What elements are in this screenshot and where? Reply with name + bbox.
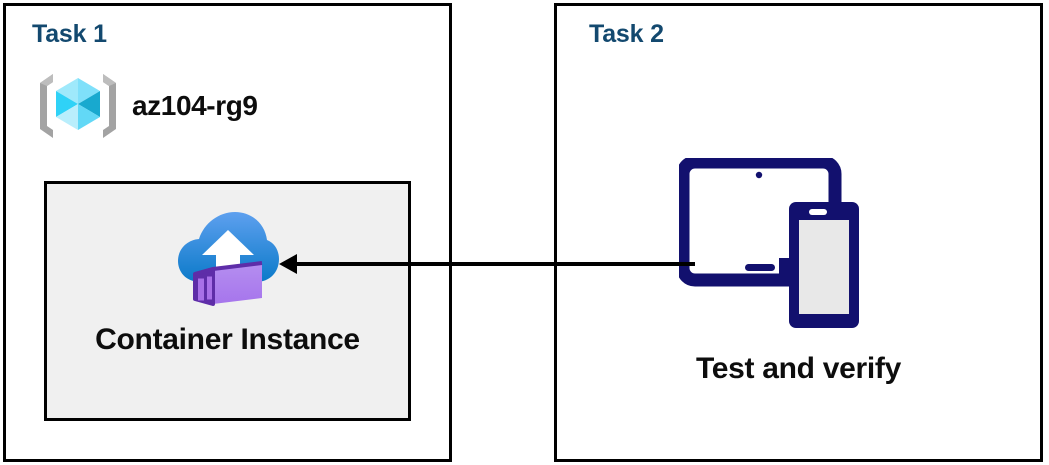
container-instance-icon (177, 212, 279, 306)
panel-task-2-title: Task 2 (589, 20, 664, 48)
container-instance-label: Container Instance (95, 323, 360, 356)
container-instance-card: Container Instance (44, 181, 411, 421)
panel-task-1: Task 1 (3, 3, 452, 462)
resource-group-label: az104-rg9 (132, 90, 258, 121)
test-and-verify-label: Test and verify (695, 352, 902, 385)
resource-group-icon (40, 74, 116, 138)
resource-group-row: az104-rg9 (36, 68, 258, 144)
devices-tablet-phone-icon (679, 158, 859, 328)
panel-task-1-title: Task 1 (32, 20, 107, 48)
